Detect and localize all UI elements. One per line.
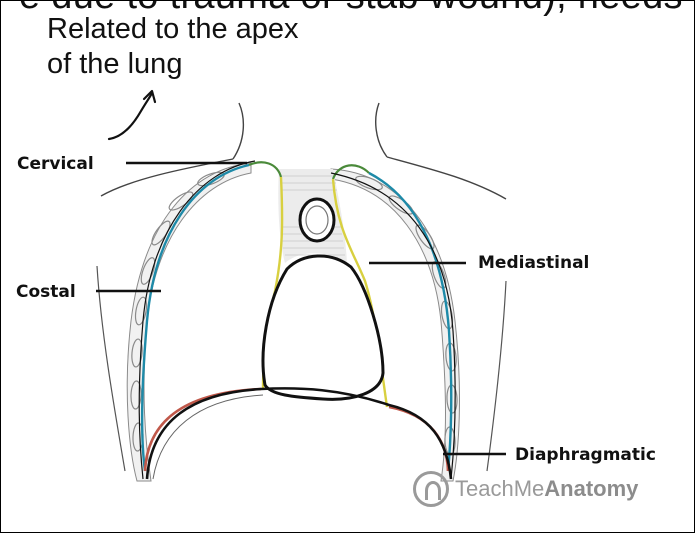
trachea — [300, 199, 334, 241]
handwritten-arrow — [109, 93, 152, 139]
watermark: TeachMeAnatomy — [413, 469, 638, 509]
label-diaphragmatic: Diaphragmatic — [515, 445, 656, 465]
label-costal: Costal — [16, 282, 76, 302]
watermark-prefix: TeachMe — [455, 476, 544, 501]
label-mediastinal: Mediastinal — [478, 253, 589, 273]
diaphragm-inner — [153, 395, 263, 479]
watermark-text: TeachMeAnatomy — [455, 476, 638, 502]
watermark-emphasis: Anatomy — [544, 476, 638, 501]
label-cervical: Cervical — [17, 154, 94, 174]
neck-left-outline — [233, 103, 243, 159]
left-body-outline — [97, 266, 125, 471]
neck-right-outline — [376, 103, 387, 157]
right-shoulder-outline — [387, 157, 506, 199]
left-costal-pleura — [142, 165, 249, 471]
right-body-outline — [487, 281, 506, 471]
left-cervical-pleura — [249, 162, 281, 177]
heart — [263, 256, 383, 399]
teachmeanatomy-logo-icon — [413, 471, 449, 507]
